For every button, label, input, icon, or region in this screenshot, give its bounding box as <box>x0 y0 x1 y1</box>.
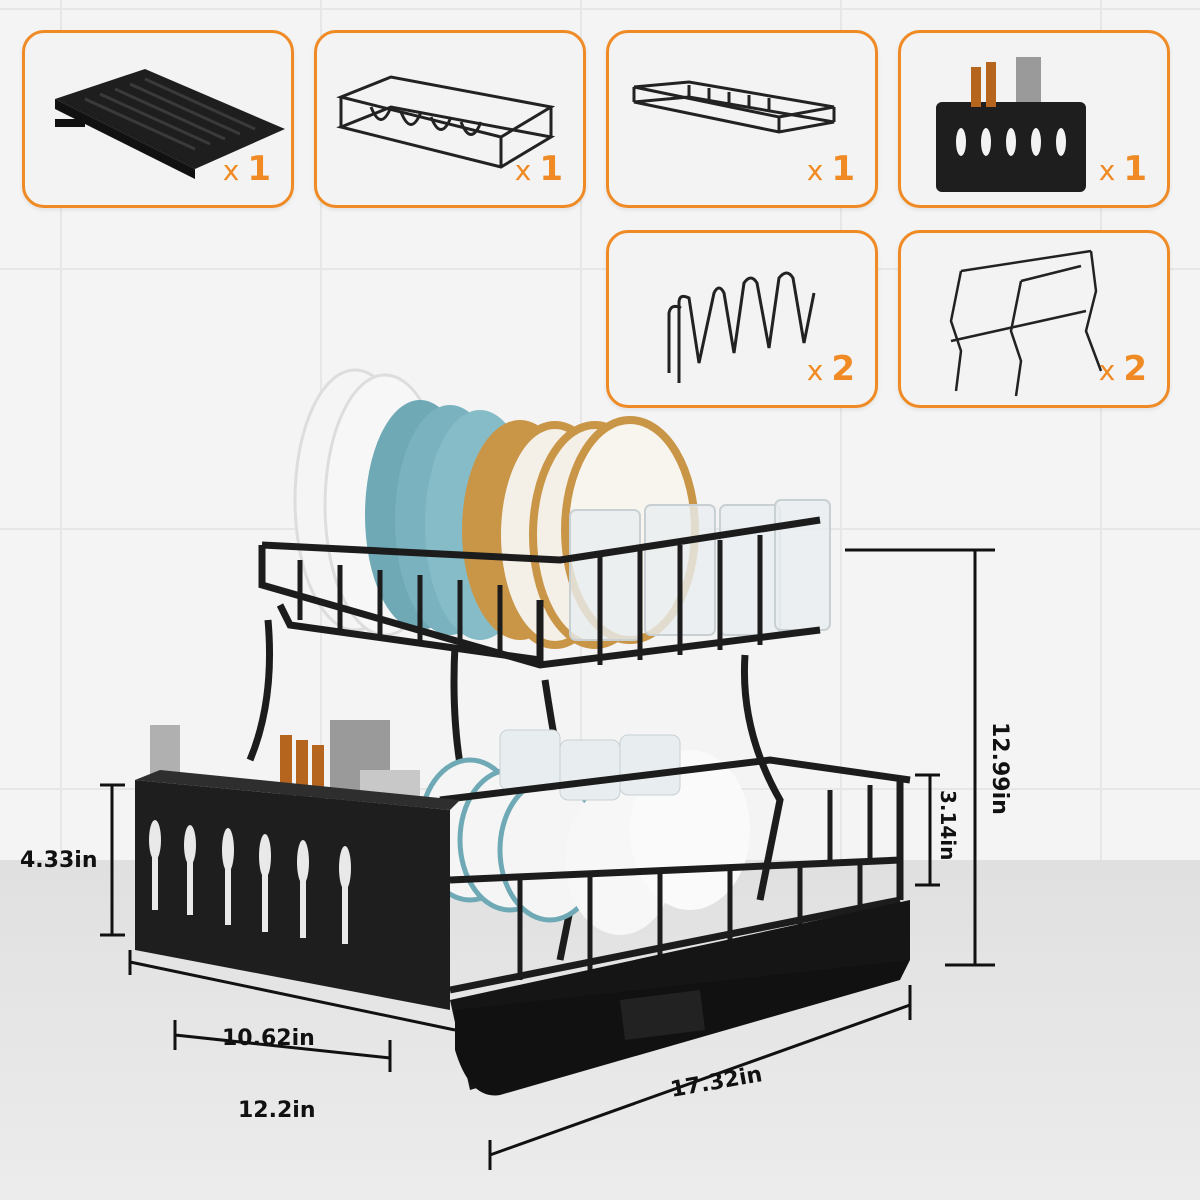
lower-rack-frame <box>439 756 911 994</box>
lower-dishes <box>417 729 750 935</box>
depth-label: 12.2in <box>238 1098 316 1123</box>
support-legs-icon <box>949 249 1103 397</box>
upper-rack-icon <box>632 80 836 134</box>
total-height-label: 12.99in <box>987 722 1012 815</box>
utensil-holder-icon <box>936 57 1086 192</box>
drip-tray-icon <box>55 69 285 179</box>
dish-basket-icon <box>336 75 556 169</box>
utensil-holder-box <box>135 720 460 1010</box>
inner-depth-label: 10.62in <box>222 1026 315 1051</box>
dimension-lines <box>100 548 995 1170</box>
drip-tray-base <box>450 900 910 1096</box>
lower-rail-height-label: 3.14in <box>936 790 960 861</box>
cup-holder-icon <box>667 271 816 383</box>
holder-height-label: 4.33in <box>20 848 98 873</box>
